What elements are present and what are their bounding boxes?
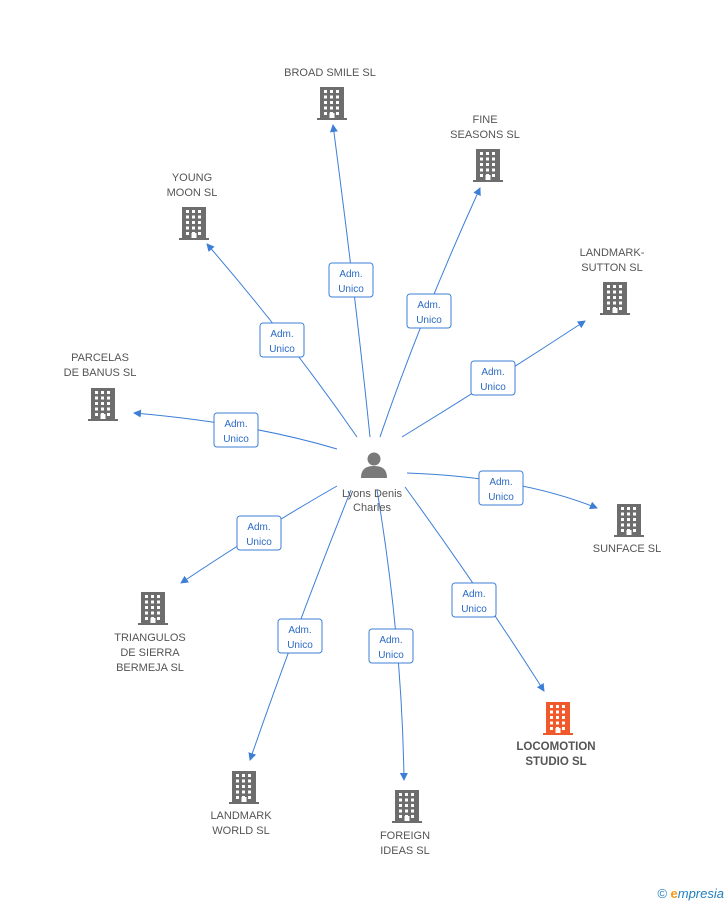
company-name-line-2: DE BANUS SL (64, 367, 137, 379)
role-badge-text-line-2: Unico (461, 604, 487, 615)
company-name-line-1: TRIANGULOS (114, 632, 186, 644)
company-node-fine-seasons[interactable]: FINE SEASONS SL (450, 114, 520, 182)
role-badge-box (277, 618, 323, 654)
company-name-line-2: STUDIO SL (525, 756, 586, 768)
company-name-line-1: LANDMARK (210, 810, 272, 822)
building-icon (473, 149, 503, 182)
role-badge-box (328, 262, 374, 298)
edge-young-moon: Adm. Unico (206, 243, 358, 438)
brand-name: mpresia (677, 886, 724, 901)
company-node-landmark-sutton[interactable]: LANDMARK- SUTTON SL (580, 247, 645, 315)
role-badge-triangulos[interactable]: Adm. Unico (236, 515, 282, 551)
edge-triangulos: Adm. Unico (180, 485, 338, 584)
company-node-sunface[interactable]: SUNFACE SL (593, 504, 661, 555)
role-badge-box (451, 582, 497, 618)
role-badge-text-line-2: Unico (480, 382, 506, 393)
role-badge-landmark-sutton[interactable]: Adm. Unico (470, 360, 516, 396)
role-badge-text-line-1: Adm. (489, 477, 512, 488)
company-name-line-1: FOREIGN (380, 830, 430, 842)
company-name-line-1: LANDMARK- (580, 247, 645, 259)
company-name-line-1: FINE (472, 114, 497, 126)
edge-parcelas-de-banus: Adm. Unico (133, 409, 338, 450)
company-name-line-2: IDEAS SL (380, 845, 430, 857)
role-badge-young-moon[interactable]: Adm. Unico (259, 322, 305, 358)
company-name-line-2: MOON SL (167, 187, 218, 199)
company-name-line-1: LOCOMOTION (516, 741, 595, 753)
company-name-line-1: PARCELAS (71, 352, 129, 364)
role-badge-text-line-1: Adm. (481, 367, 504, 378)
role-badge-box (213, 412, 259, 448)
role-badge-text-line-1: Adm. (417, 300, 440, 311)
role-badge-landmark-world[interactable]: Adm. Unico (277, 618, 323, 654)
edge-sunface: Adm. Unico (406, 470, 598, 510)
building-icon (614, 504, 644, 537)
company-name-line-2: SEASONS SL (450, 129, 520, 141)
edge-locomotion-studio: Adm. Unico (404, 486, 545, 692)
center-person-name-line-2: Charles (353, 502, 391, 514)
edge-foreign-ideas: Adm. Unico (368, 489, 414, 781)
building-icon (88, 388, 118, 421)
company-name-line-3: BERMEJA SL (116, 662, 184, 674)
company-name-line-1: YOUNG (172, 172, 212, 184)
role-badge-box (478, 470, 524, 506)
role-badge-text-line-1: Adm. (224, 419, 247, 430)
role-badge-box (368, 628, 414, 664)
role-badge-text-line-2: Unico (378, 650, 404, 661)
role-badge-text-line-2: Unico (246, 537, 272, 548)
company-node-young-moon[interactable]: YOUNG MOON SL (167, 172, 218, 240)
role-badge-text-line-1: Adm. (462, 589, 485, 600)
role-badge-box (236, 515, 282, 551)
role-badge-text-line-2: Unico (338, 284, 364, 295)
company-name-line-1: SUNFACE SL (593, 543, 661, 555)
role-badge-box (470, 360, 516, 396)
role-badge-sunface[interactable]: Adm. Unico (478, 470, 524, 506)
company-node-foreign-ideas[interactable]: FOREIGN IDEAS SL (380, 790, 430, 857)
role-badge-text-line-2: Unico (287, 640, 313, 651)
company-node-broad-smile[interactable]: BROAD SMILE SL (284, 67, 376, 120)
building-icon (543, 702, 573, 735)
role-badge-foreign-ideas[interactable]: Adm. Unico (368, 628, 414, 664)
role-badge-fine-seasons[interactable]: Adm. Unico (406, 293, 452, 329)
company-name-line-1: BROAD SMILE SL (284, 67, 376, 79)
edge-landmark-sutton: Adm. Unico (401, 320, 586, 438)
company-node-parcelas-de-banus[interactable]: PARCELAS DE BANUS SL (64, 352, 137, 421)
role-badge-box (259, 322, 305, 358)
building-icon (138, 592, 168, 625)
company-node-locomotion-studio[interactable]: LOCOMOTION STUDIO SL (516, 702, 596, 768)
building-icon (179, 207, 209, 240)
role-badge-box (406, 293, 452, 329)
role-badge-text-line-2: Unico (488, 492, 514, 503)
company-node-landmark-world[interactable]: LANDMARK WORLD SL (210, 771, 272, 837)
edge-broad-smile: Adm. Unico (328, 124, 374, 438)
copyright-symbol: © (657, 886, 667, 901)
center-person-node[interactable]: Lyons Denis Charles (342, 452, 403, 515)
role-badge-text-line-2: Unico (416, 315, 442, 326)
company-name-line-2: DE SIERRA (120, 647, 180, 659)
company-name-line-2: WORLD SL (212, 825, 269, 837)
role-badge-text-line-1: Adm. (379, 635, 402, 646)
role-badge-broad-smile[interactable]: Adm. Unico (328, 262, 374, 298)
company-node-triangulos[interactable]: TRIANGULOS DE SIERRA BERMEJA SL (114, 592, 186, 674)
empresia-watermark: © empresia (657, 886, 724, 901)
role-badge-locomotion-studio[interactable]: Adm. Unico (451, 582, 497, 618)
role-badge-text-line-2: Unico (269, 344, 295, 355)
role-badge-text-line-1: Adm. (288, 625, 311, 636)
center-person-name-line-1: Lyons Denis (342, 488, 403, 500)
role-badge-text-line-1: Adm. (339, 269, 362, 280)
edge-fine-seasons: Adm. Unico (379, 187, 481, 438)
company-name-line-2: SUTTON SL (581, 262, 643, 274)
building-icon (229, 771, 259, 804)
person-icon (361, 452, 387, 478)
role-badge-text-line-2: Unico (223, 434, 249, 445)
building-icon (392, 790, 422, 823)
role-badge-parcelas-de-banus[interactable]: Adm. Unico (213, 412, 259, 448)
edge-landmark-world: Adm. Unico (248, 489, 352, 761)
building-icon (600, 282, 630, 315)
role-badge-text-line-1: Adm. (270, 329, 293, 340)
role-badge-text-line-1: Adm. (247, 522, 270, 533)
building-icon (317, 87, 347, 120)
brand-initial: e (670, 886, 678, 901)
